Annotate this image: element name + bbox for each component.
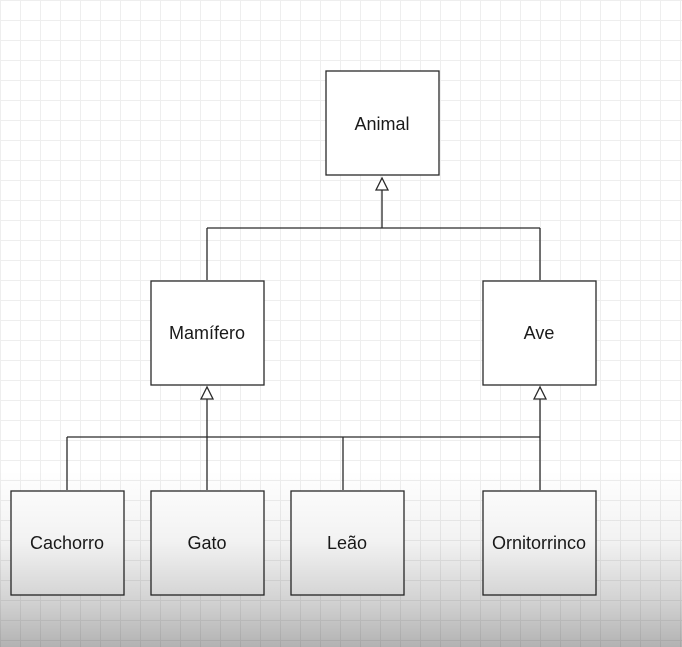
node-ave-label: Ave bbox=[524, 323, 555, 343]
arrowhead-mamifero bbox=[199, 385, 215, 400]
node-animal-label: Animal bbox=[354, 114, 409, 134]
node-leao-box[interactable] bbox=[290, 490, 405, 596]
arrowhead-ave bbox=[532, 385, 548, 400]
node-cachorro-label: Cachorro bbox=[30, 533, 104, 553]
arrowheads bbox=[199, 176, 548, 400]
node-leao[interactable]: Leão bbox=[290, 490, 405, 596]
node-ornitorrinco[interactable]: Ornitorrinco bbox=[482, 490, 597, 596]
arrowhead-animal bbox=[374, 176, 390, 191]
node-ave-box[interactable] bbox=[482, 280, 597, 386]
node-gato-label: Gato bbox=[187, 533, 226, 553]
node-ave[interactable]: Ave bbox=[482, 280, 597, 386]
node-gato[interactable]: Gato bbox=[150, 490, 265, 596]
node-cachorro-box[interactable] bbox=[10, 490, 125, 596]
node-animal[interactable]: Animal bbox=[325, 70, 440, 176]
node-ornitorrinco-box[interactable] bbox=[482, 490, 597, 596]
node-leao-label: Leão bbox=[327, 533, 367, 553]
node-cachorro[interactable]: Cachorro bbox=[10, 490, 125, 596]
node-mamifero-label: Mamífero bbox=[169, 323, 245, 343]
connectors bbox=[66, 190, 541, 490]
node-ornitorrinco-label: Ornitorrinco bbox=[492, 533, 586, 553]
node-animal-box[interactable] bbox=[325, 70, 440, 176]
node-mamifero-box[interactable] bbox=[150, 280, 265, 386]
node-mamifero[interactable]: Mamífero bbox=[150, 280, 265, 386]
node-gato-box[interactable] bbox=[150, 490, 265, 596]
